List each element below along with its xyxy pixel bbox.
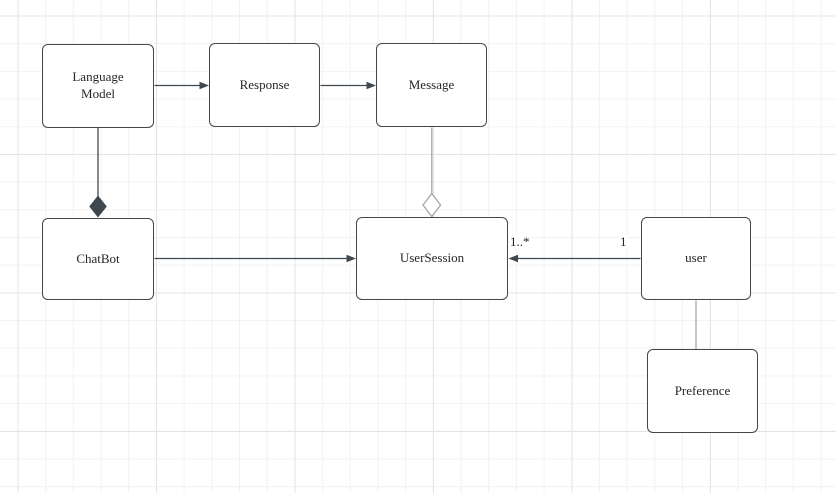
node-label: user	[685, 250, 707, 266]
node-message[interactable]: Message	[376, 43, 487, 127]
multiplicity-label-user-end[interactable]: 1	[619, 234, 628, 249]
arrowhead-icon	[366, 81, 376, 90]
arrowhead-icon	[508, 254, 518, 263]
edge-response-message[interactable]	[320, 81, 377, 90]
node-label: Message	[408, 76, 455, 92]
node-label: ChatBot	[76, 250, 120, 266]
edge-chatbot-usersession[interactable]	[154, 254, 357, 263]
node-chatbot[interactable]: ChatBot	[42, 218, 154, 300]
arrowhead-icon	[346, 254, 356, 263]
composition-diamond-icon	[89, 195, 107, 218]
aggregation-diamond-icon	[422, 192, 442, 218]
node-label: Response	[239, 76, 290, 92]
node-language-model[interactable]: Language Model	[42, 44, 154, 128]
node-label: Language Model	[72, 69, 124, 101]
multiplicity-label-usersession-end[interactable]: 1..*	[509, 234, 531, 249]
arrowhead-icon	[199, 81, 209, 90]
node-user[interactable]: user	[641, 217, 751, 300]
node-label: Preference	[674, 382, 731, 398]
node-label: UserSession	[399, 250, 465, 266]
node-preference[interactable]: Preference	[647, 349, 758, 433]
edge-user-usersession[interactable]	[508, 254, 641, 263]
edge-languagemodel-response[interactable]	[154, 81, 210, 90]
edge-message-usersession-aggregation[interactable]	[422, 127, 442, 218]
node-response[interactable]: Response	[209, 43, 320, 127]
edge-languagemodel-chatbot-composition[interactable]	[89, 128, 107, 218]
node-user-session[interactable]: UserSession	[356, 217, 508, 300]
